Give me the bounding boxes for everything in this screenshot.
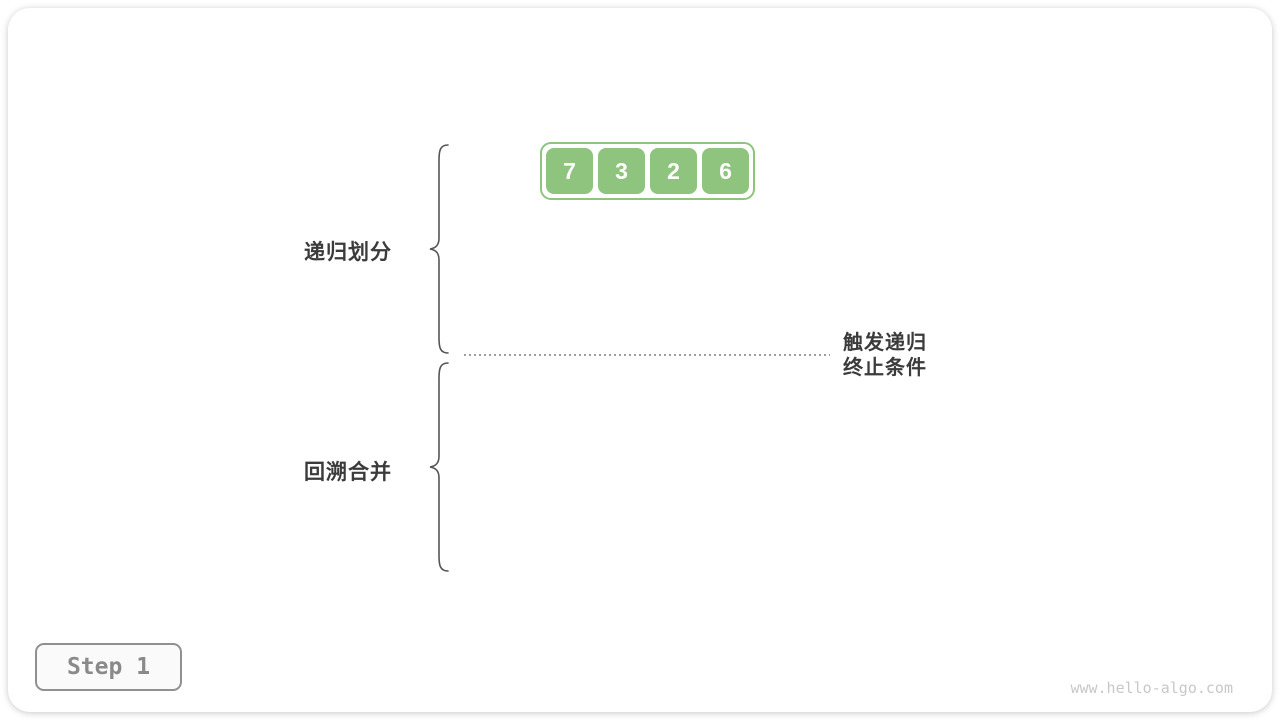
termination-dotted-line — [464, 354, 830, 356]
array-container: 7 3 2 6 — [540, 142, 755, 200]
termination-label-line2: 终止条件 — [843, 357, 927, 379]
merge-phase-label: 回溯合并 — [304, 461, 392, 484]
canvas-card — [8, 8, 1272, 712]
step-badge: Step 1 — [35, 643, 182, 691]
divide-brace-icon — [428, 144, 452, 354]
watermark-text: www.hello-algo.com — [1070, 679, 1233, 697]
array-cell: 6 — [702, 148, 749, 194]
array-cell: 7 — [546, 148, 593, 194]
divide-phase-label: 递归划分 — [304, 241, 392, 264]
array-cell: 3 — [598, 148, 645, 194]
merge-brace-icon — [428, 362, 452, 572]
array-cell: 2 — [650, 148, 697, 194]
termination-label: 触发递归 终止条件 — [843, 331, 927, 381]
termination-label-line1: 触发递归 — [843, 332, 927, 354]
